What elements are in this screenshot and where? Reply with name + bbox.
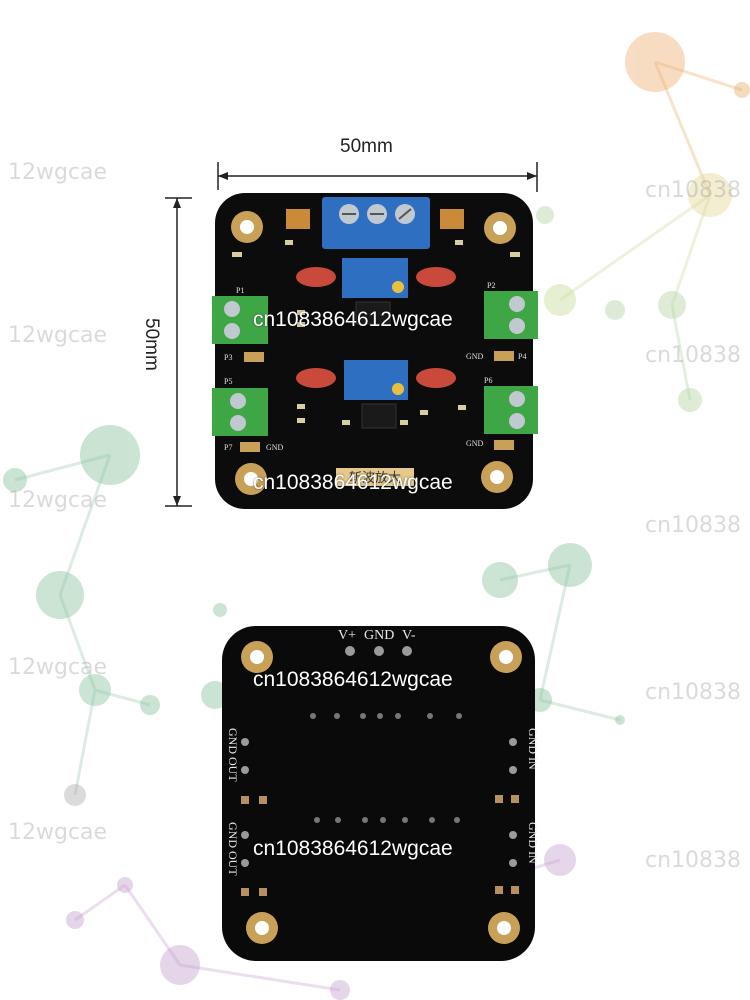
power-label: GND (364, 628, 394, 643)
terminal-block (212, 291, 538, 436)
svg-text:P2: P2 (487, 281, 495, 290)
watermark-text: 12wgcae (8, 820, 108, 845)
watermark-text: cn10838 (645, 848, 742, 873)
watermark-text: cn10838 (645, 680, 742, 705)
watermark-text: cn1083864612wgcae (253, 308, 453, 331)
watermark-text: 12wgcae (8, 488, 108, 513)
svg-text:P3: P3 (224, 353, 232, 362)
silk-title: 斩波放大 (349, 470, 401, 485)
svg-text:GND: GND (466, 352, 484, 361)
watermark-text: cn10838 (645, 178, 742, 203)
watermark-text: cn1083864612wgcae (253, 471, 453, 494)
svg-text:P4: P4 (518, 352, 526, 361)
watermark-text: cn1083864612wgcae (253, 837, 453, 860)
svg-text:GND: GND (466, 439, 484, 448)
width-dimension-label: 50mm (340, 136, 393, 157)
svg-text:P6: P6 (484, 376, 492, 385)
mounting-hole (231, 211, 516, 495)
gnd-in-label: GND IN (526, 822, 540, 864)
gnd-in-label: GND IN (526, 728, 540, 770)
watermark-text: 12wgcae (8, 655, 108, 680)
watermark-text: cn10838 (645, 513, 742, 538)
svg-text:GND: GND (266, 443, 284, 452)
gnd-out-label: GND OUT (226, 728, 240, 782)
svg-text:P7: P7 (224, 443, 232, 452)
watermark-text: 12wgcae (8, 160, 108, 185)
watermark-text: cn10838 (645, 343, 742, 368)
svg-text:P5: P5 (224, 377, 232, 386)
svg-text:P1: P1 (236, 286, 244, 295)
power-label: V- (402, 628, 416, 643)
gnd-out-label: GND OUT (226, 822, 240, 876)
watermark-text: 12wgcae (8, 323, 108, 348)
watermark-text: cn1083864612wgcae (253, 668, 453, 691)
power-label: V+ (338, 628, 356, 643)
